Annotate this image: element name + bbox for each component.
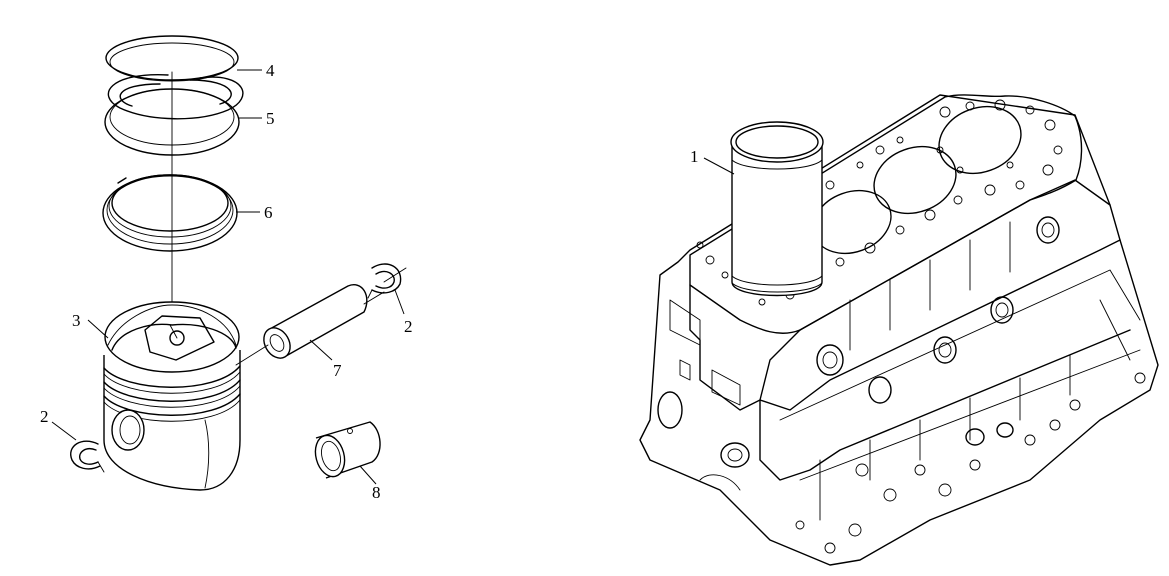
circlip-left	[70, 440, 105, 473]
callout-6: 6	[264, 203, 273, 222]
top-compression-ring	[105, 35, 244, 120]
callout-8: 8	[372, 483, 381, 502]
callout-1: 1	[690, 147, 699, 166]
callout-7: 7	[333, 361, 342, 380]
piston	[103, 301, 241, 491]
callout-leaders	[51, 69, 735, 485]
circlip-right	[367, 263, 407, 299]
connecting-rod-bushing	[314, 421, 381, 479]
callout-2-left: 2	[40, 407, 49, 426]
second-compression-ring	[104, 88, 240, 156]
callout-4: 4	[266, 61, 275, 80]
oil-control-ring	[102, 174, 238, 252]
piston-pin	[235, 284, 385, 366]
cylinder-liner	[730, 121, 824, 297]
callout-2-right: 2	[404, 317, 413, 336]
callout-5: 5	[266, 109, 275, 128]
callout-3: 3	[72, 311, 81, 330]
